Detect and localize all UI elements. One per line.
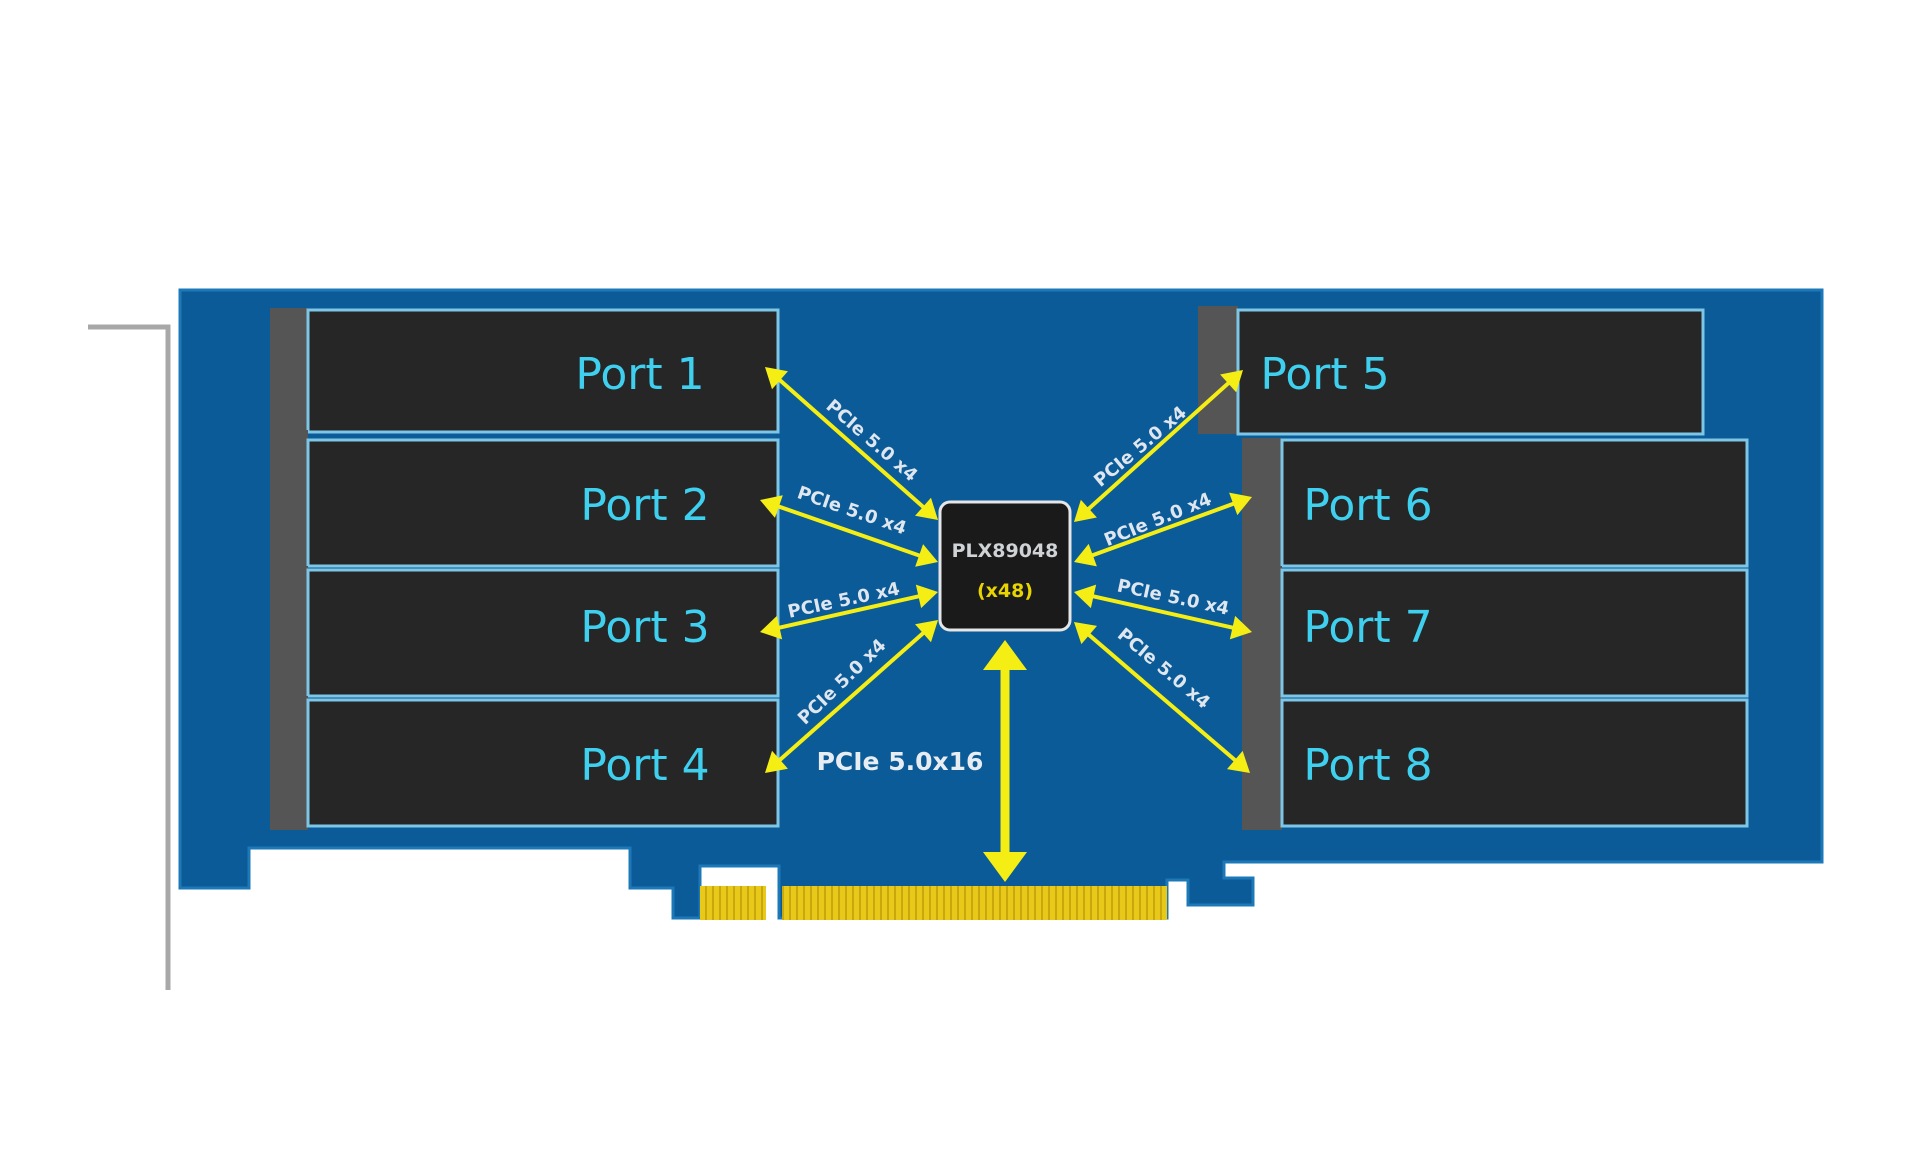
slot-latch-5	[1198, 306, 1238, 434]
ssd-slot-2[interactable]	[306, 438, 780, 568]
slot-port-5: Port 5	[1198, 306, 1705, 436]
port-2-label: Port 2	[580, 480, 709, 531]
slot-port-8: Port 8	[1242, 698, 1749, 830]
arrow-host	[983, 640, 1027, 882]
arrow-port-3-head-start	[760, 615, 783, 640]
arrow-port-3-head-end	[915, 584, 938, 609]
arrow-port-4-head-start	[765, 750, 788, 773]
arrow-port-2	[760, 495, 938, 567]
gold-fingers-short	[700, 886, 766, 920]
ssd-slot-3[interactable]	[306, 568, 780, 698]
arrow-port-4-head-end	[915, 620, 938, 643]
arrow-port-8-head-end	[1074, 622, 1097, 645]
arrow-port-4-shaft	[777, 630, 926, 763]
arrow-port-2-head-start	[760, 495, 783, 518]
arrow-port-7-head-end	[1074, 584, 1097, 609]
arrow-port-5	[1074, 370, 1243, 522]
arrow-port-6-head-start	[1229, 492, 1252, 516]
port-3-label: Port 3	[580, 602, 709, 653]
chip-name: PLX89048	[952, 540, 1059, 562]
arrow-port-8	[1074, 622, 1250, 773]
port-4-label: Port 4	[580, 740, 709, 791]
slot-port-6: Port 6	[1242, 438, 1749, 568]
arrow-port-5-shaft	[1086, 380, 1231, 512]
arrow-port-3	[760, 584, 938, 640]
arrow-host-head-start	[983, 640, 1027, 670]
arrow-port-6-head-end	[1074, 543, 1097, 567]
slot-latch-3	[270, 566, 308, 698]
ssd-slot-5[interactable]	[1236, 308, 1705, 436]
slot-port-7: Port 7	[1242, 566, 1749, 700]
arrow-port-4	[765, 620, 938, 773]
port-1-label: Port 1	[575, 349, 704, 400]
arrow-port-2-head-end	[915, 544, 938, 567]
slot-latch-1	[270, 308, 308, 430]
slot-latch-4	[270, 696, 308, 830]
link-arrows	[760, 367, 1252, 882]
slot-port-3: Port 3	[270, 566, 780, 698]
pcie-edge-connector	[700, 886, 1167, 920]
arrow-port-2-shaft	[776, 504, 922, 558]
arrow-port-7-shaft	[1091, 593, 1235, 631]
slot-latch-2	[270, 430, 308, 568]
ssd-slot-6[interactable]	[1280, 438, 1749, 568]
arrow-port-3-shaft	[777, 593, 921, 631]
slot-port-4: Port 4	[270, 696, 780, 830]
arrow-port-8-head-start	[1227, 750, 1250, 773]
gold-fingers-long	[782, 886, 1167, 920]
slot-port-2: Port 2	[270, 430, 780, 568]
arrow-port-1-shaft	[777, 377, 926, 510]
arrow-port-8-shaft	[1086, 632, 1238, 763]
ssd-slot-4[interactable]	[306, 698, 780, 828]
chip-body	[938, 500, 1072, 632]
arrow-port-1-head-end	[915, 497, 938, 520]
plx-switch-chip: PLX89048 (x48)	[938, 500, 1072, 632]
arrow-port-6-shaft	[1090, 501, 1236, 558]
ssd-slot-7[interactable]	[1280, 568, 1749, 698]
slot-latch-6	[1242, 438, 1282, 568]
port-6-label: Port 6	[1303, 480, 1432, 531]
mounting-bracket	[88, 324, 171, 990]
port-7-label: Port 7	[1303, 602, 1432, 653]
port-8-label: Port 8	[1303, 740, 1432, 791]
port-5-label: Port 5	[1260, 349, 1389, 400]
chip-lanes: (x48)	[977, 580, 1033, 602]
arrow-port-7-head-start	[1229, 615, 1252, 640]
arrow-host-head-end	[983, 852, 1027, 882]
link-label-host: PCIe 5.0x16	[817, 747, 984, 776]
arrow-port-7	[1074, 584, 1252, 640]
ssd-slot-1[interactable]	[306, 308, 780, 434]
arrow-port-5-head-end	[1074, 499, 1097, 522]
arrow-port-1-head-start	[765, 367, 788, 390]
arrow-port-6	[1074, 492, 1252, 567]
ssd-slot-8[interactable]	[1280, 698, 1749, 828]
arrow-port-5-head-start	[1220, 370, 1243, 393]
slot-port-1: Port 1	[270, 308, 780, 434]
arrow-port-1	[765, 367, 938, 520]
slot-latch-8	[1242, 698, 1282, 830]
